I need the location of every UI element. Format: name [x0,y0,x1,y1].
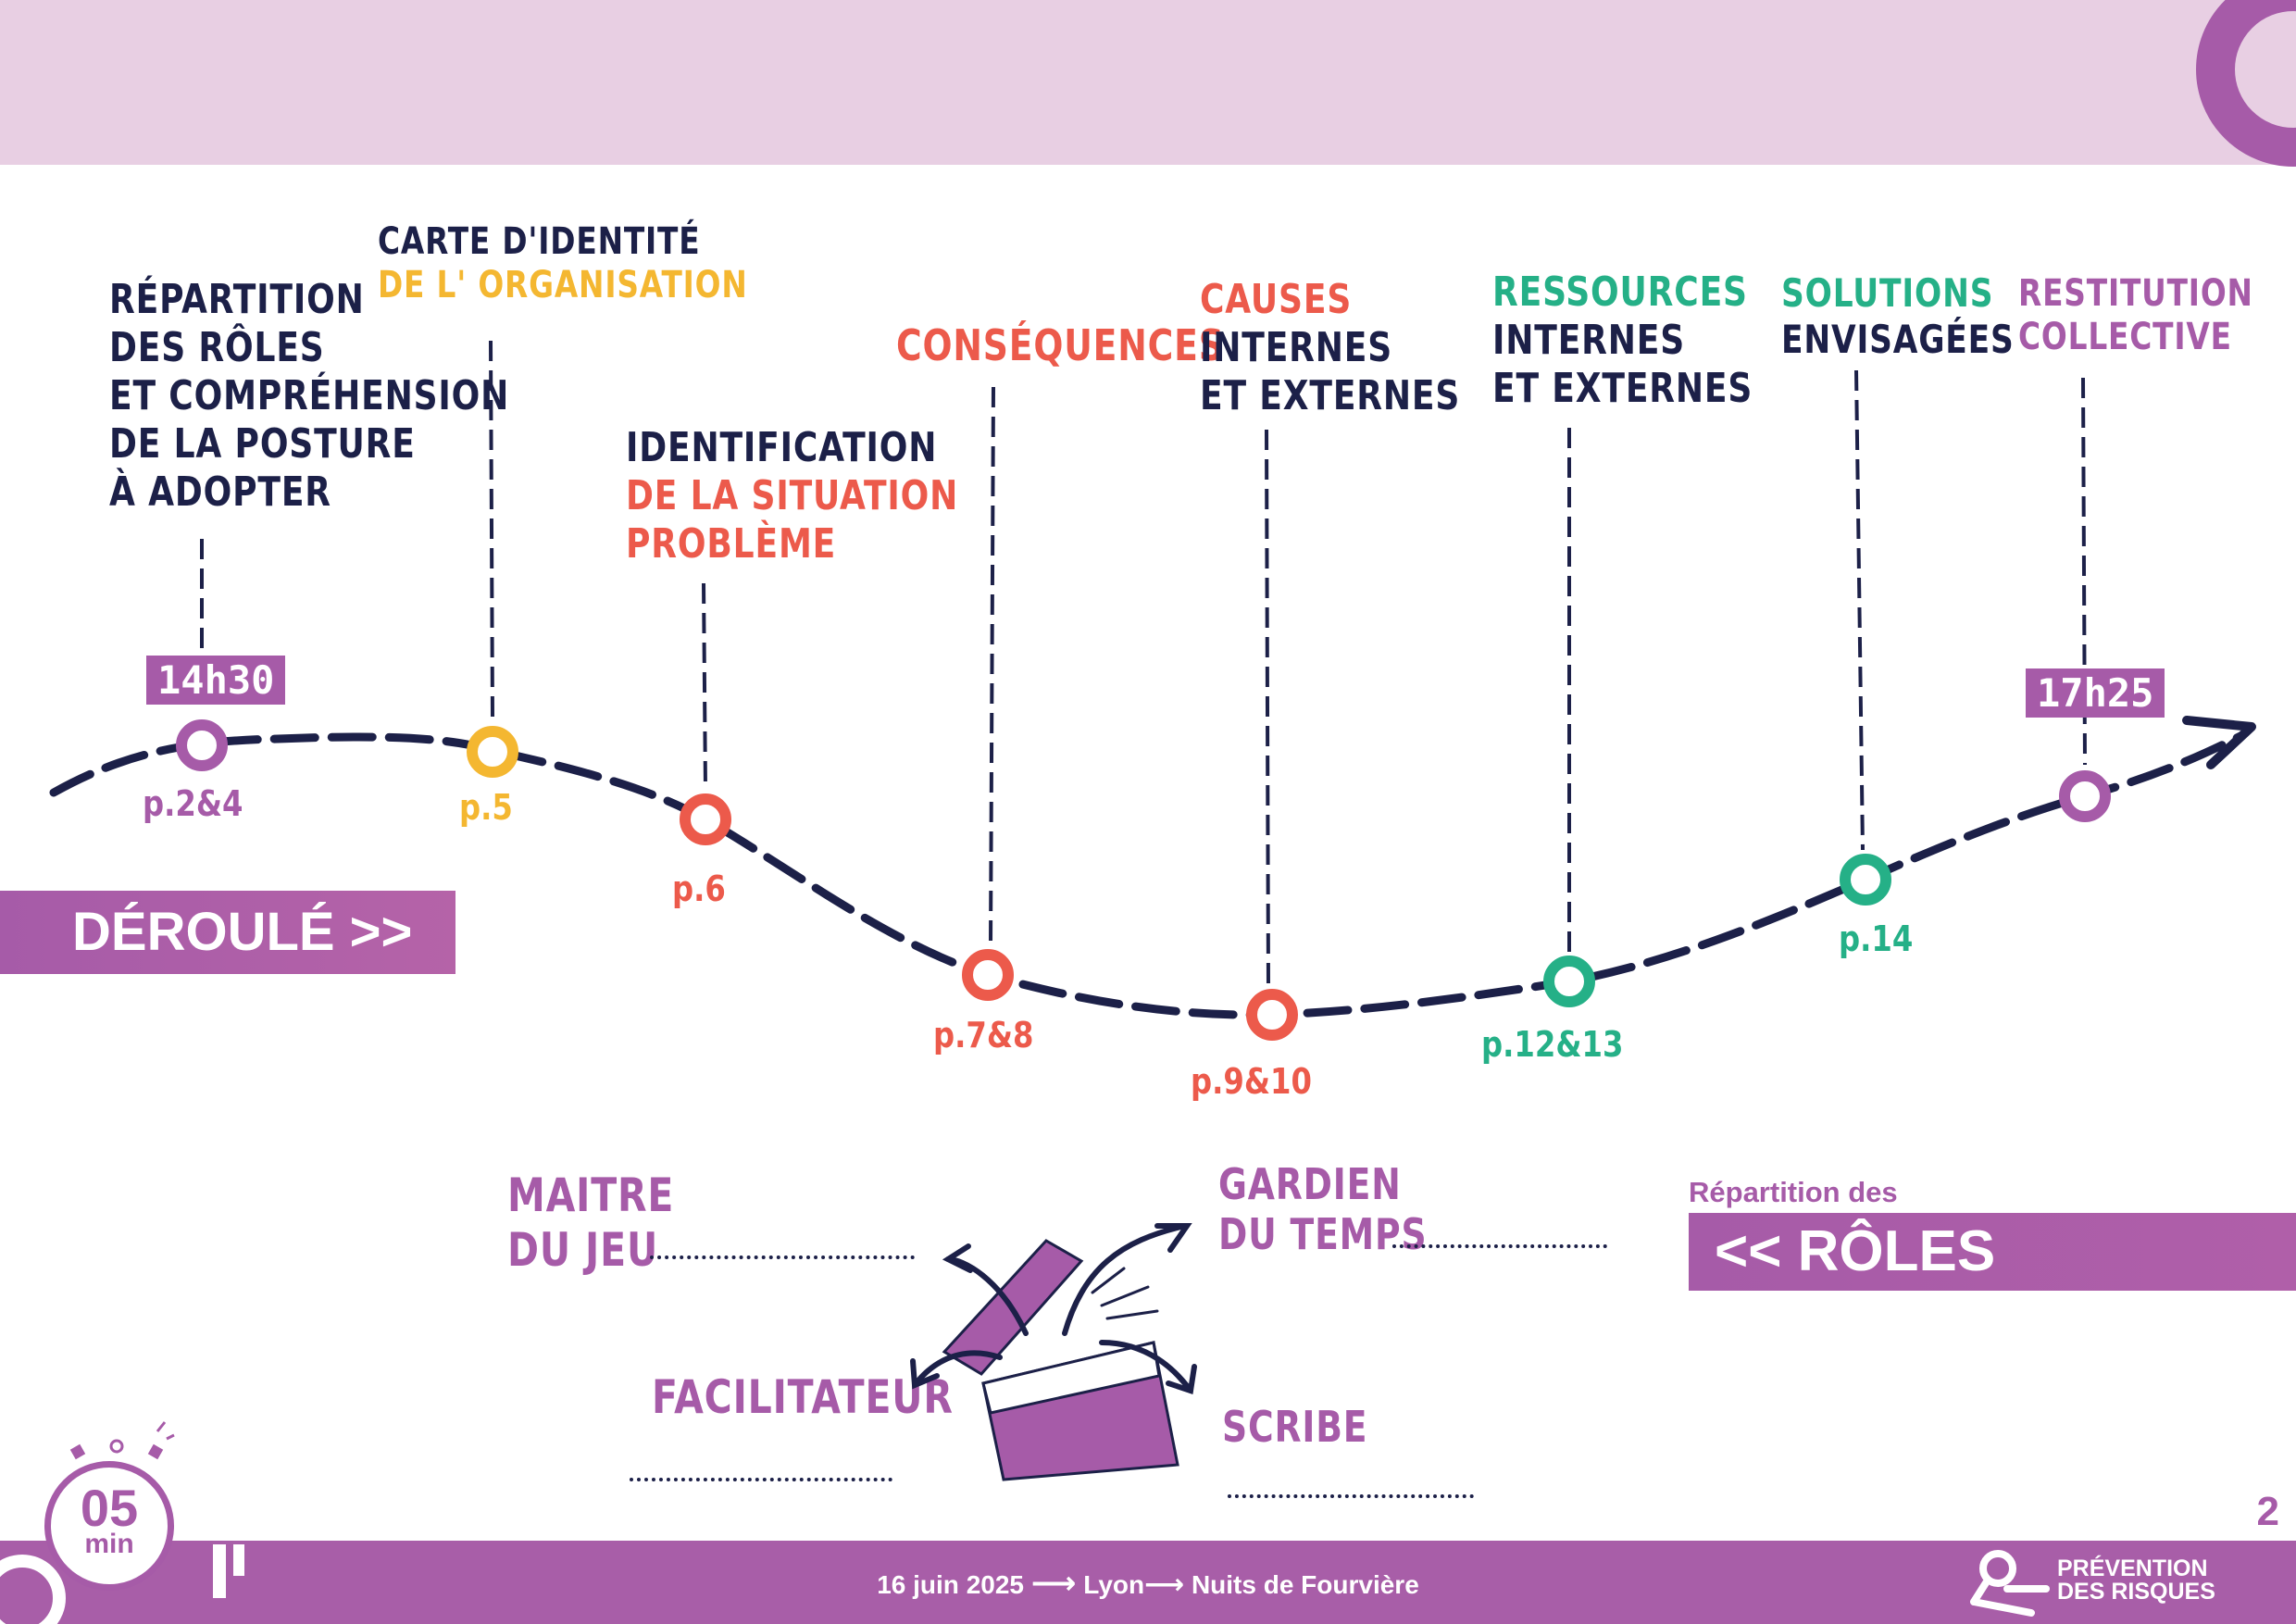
roles-banner: << RÔLES [1689,1213,2296,1291]
timeline-curve [49,731,2245,1019]
timer-badge: 05 min [44,1461,174,1591]
stopwatch-icon [69,1421,175,1460]
footer-event-line: 16 juin 2025 ⟶ Lyon⟶ Nuits de Fourvière [0,1565,2296,1602]
deroule-banner: DÉROULÉ >> [0,891,455,974]
page-number: 2 [2256,1489,2279,1534]
step-label-carte: Carte d'identité de l' organisation [378,220,748,307]
role-scribe-label: Scribe [1222,1402,1368,1452]
timeline-node-roles [176,719,228,771]
start-time-tag: 14h30 [146,656,286,705]
step-label-consequences: Conséquences [896,320,1225,370]
step-label-restitution: Restitution collective [2018,272,2253,359]
step-label-roles: Répartition des Rôles et compréhension d… [109,276,510,516]
arrow-to-facilitateur [912,1350,1003,1388]
footer-venue: Nuits de Fourvière [1191,1570,1419,1599]
role-scribe-field[interactable] [1228,1494,1474,1498]
role-maitre-label: Maitre du jeu [507,1168,675,1277]
connector-consequences [989,386,995,945]
connector-restitution [2081,377,2087,766]
timeline-node-restitution [2059,770,2111,822]
timeline-node-consequences [962,949,1014,1001]
page-ref-carte: p.5 [459,787,513,828]
role-facilitateur-field[interactable] [630,1478,892,1481]
roles-caption: Répartition des [1689,1176,1898,1208]
connector-situation [702,582,707,790]
footer-city: Lyon [1083,1570,1145,1599]
page-ref-consequences: p.7&8 [933,1015,1034,1056]
role-gardien-field[interactable] [1392,1244,1607,1248]
footer-arrow-1: ⟶ [1030,1565,1077,1602]
page-ref-solutions: p.14 [1839,918,1914,959]
connector-solutions [1854,369,1865,851]
prevention-logo-text: PRÉVENTION DES RISQUES [2057,1555,2215,1605]
footer-decoration [0,1544,244,1624]
timeline-node-solutions [1840,854,1891,906]
role-facilitateur-label: Facilitateur [652,1370,954,1424]
page-ref-ressources: p.12&13 [1481,1024,1624,1065]
open-box-illustration [910,1223,1197,1481]
step-label-situation: Identification de la situation problème [626,424,959,568]
timeline-node-ressources [1543,956,1595,1007]
role-gardien-label: Gardien du temps [1218,1159,1428,1260]
timeline-arrowhead [2182,716,2256,769]
header-band [0,0,2296,165]
footer-date: 16 juin 2025 [877,1570,1024,1599]
arrow-to-gardien [1062,1223,1188,1336]
step-label-solutions: Solutions envisagées [1781,270,2015,362]
end-time-tag: 17h25 [2026,668,2165,718]
timeline-node-causes [1246,989,1298,1041]
footer-band [0,1541,2296,1624]
step-label-ressources: Ressources internes et externes [1492,269,1753,412]
timer-unit: min [84,1529,134,1559]
timer-value: 05 [80,1479,139,1537]
footer-arrow-2: ⟶ [1144,1568,1185,1601]
connector-causes [1265,429,1270,988]
timeline-node-situation [680,793,731,845]
role-maitre-field[interactable] [650,1255,915,1259]
timeline-node-carte [467,726,518,778]
connector-carte [489,340,494,718]
step-label-causes: Causes internes et externes [1200,276,1461,419]
arrow-to-scribe [1099,1340,1193,1393]
prevention-logo-icon [1970,1550,2050,1617]
page-ref-causes: p.9&10 [1191,1061,1312,1102]
page-ref-situation: p.6 [672,868,726,909]
page-ref-roles: p.2&4 [143,783,243,824]
